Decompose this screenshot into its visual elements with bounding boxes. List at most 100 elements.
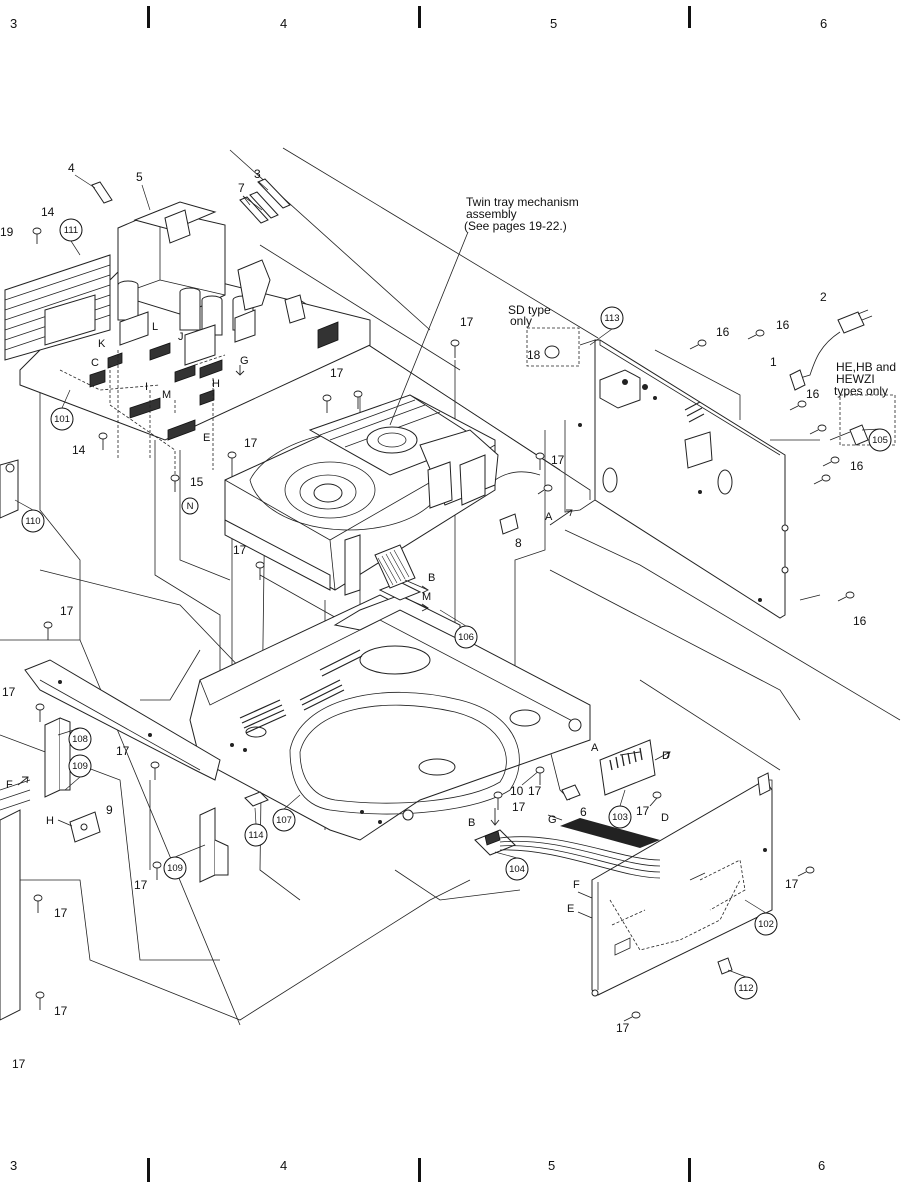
conn-F: F	[6, 779, 13, 791]
note-line-2: assembly	[466, 207, 517, 221]
bracket-bottom	[199, 807, 229, 883]
svg-text:109: 109	[72, 761, 88, 772]
leader-lines	[14, 174, 881, 978]
he-line-2: HEWZI	[836, 372, 875, 386]
label-part-2: 2	[820, 290, 827, 304]
label-part-17: 17	[528, 784, 542, 798]
conn-K: K	[98, 338, 106, 350]
label-part-17: 17	[244, 436, 258, 450]
rear-panel	[564, 339, 789, 619]
label-part-16: 16	[806, 387, 820, 401]
label-part-6: 6	[580, 805, 587, 819]
screws	[32, 227, 855, 1022]
conn-M: M	[422, 591, 431, 603]
bracket-left	[44, 717, 71, 798]
sd-line-1: SD type	[508, 303, 551, 317]
conn-H: H	[46, 815, 54, 827]
label-part-19: 19	[0, 225, 14, 239]
label-part-1: 1	[770, 355, 777, 369]
grid-bottom-6: 6	[818, 1158, 825, 1173]
svg-text:102: 102	[758, 919, 774, 930]
label-part-16: 16	[716, 325, 730, 339]
label-part-16: 16	[850, 459, 864, 473]
note-sd-type: SD type only	[508, 303, 551, 328]
svg-text:104: 104	[509, 864, 525, 875]
note-he-types: HE,HB and HEWZI types only	[834, 360, 896, 398]
conn-G: G	[240, 355, 249, 367]
grid-top-4: 4	[280, 16, 287, 31]
grid-divider	[688, 6, 691, 28]
conn-A: A	[591, 742, 599, 754]
part-18-knob	[544, 345, 560, 359]
conn-B: B	[468, 817, 475, 829]
circle-109: 109	[68, 754, 92, 778]
grid-bottom-5: 5	[548, 1158, 555, 1173]
power-supply-board	[4, 178, 371, 441]
circle-102: 102	[754, 912, 778, 936]
conn-C: C	[91, 357, 99, 369]
board-103	[599, 739, 656, 796]
svg-text:103: 103	[612, 812, 628, 823]
label-part-17: 17	[512, 800, 526, 814]
label-part-17: 17	[233, 543, 247, 557]
part-numbers: 4 5 7 3 14 19 14 15 17 17 17 17 17 8 18 …	[0, 161, 867, 1071]
conn-D: D	[661, 812, 669, 824]
label-part-17: 17	[12, 1057, 26, 1071]
conn-G: G	[548, 814, 557, 826]
label-part-5: 5	[136, 170, 143, 184]
note-line-3: (See pages 19-22.)	[464, 219, 567, 233]
twin-tray-mechanism	[224, 394, 541, 596]
circle-103: 103	[608, 805, 632, 829]
connector-letters: C K L J I M H G E A B M A D G D B F E F …	[6, 321, 670, 915]
sd-type-box	[526, 327, 580, 367]
svg-text:110: 110	[25, 516, 40, 527]
svg-text:108: 108	[72, 734, 88, 745]
label-part-16: 16	[776, 318, 790, 332]
label-part-17: 17	[2, 685, 16, 699]
circle-108: 108	[68, 727, 92, 751]
circle-104: 104	[505, 857, 529, 881]
label-part-17: 17	[54, 906, 68, 920]
label-part-7: 7	[238, 181, 245, 195]
he-line-3: types only	[834, 384, 888, 398]
grid-top-3: 3	[10, 16, 17, 31]
circle-N: N	[181, 497, 199, 515]
circle-105: 105	[868, 428, 892, 452]
circle-112: 112	[734, 976, 758, 1000]
he-line-1: HE,HB and	[836, 360, 896, 374]
label-part-17: 17	[551, 453, 565, 467]
label-part-17: 17	[460, 315, 474, 329]
he-type-box	[839, 394, 896, 446]
circle-106: 106	[454, 625, 478, 649]
conn-D: D	[662, 750, 670, 762]
grid-bottom: 3 4 5 6	[10, 1158, 825, 1182]
label-part-17: 17	[134, 878, 148, 892]
grid-divider	[147, 1158, 150, 1182]
circle-113: 113	[600, 306, 624, 330]
small-bracket	[69, 811, 101, 843]
grid-bottom-4: 4	[280, 1158, 287, 1173]
conn-L: L	[152, 321, 158, 333]
conn-H: H	[212, 378, 220, 390]
board-connector-dashes	[59, 350, 226, 485]
board-104	[474, 829, 661, 879]
label-part-9: 9	[106, 803, 113, 817]
grid-divider	[418, 1158, 421, 1182]
label-part-17: 17	[54, 1004, 68, 1018]
conn-E: E	[203, 432, 210, 444]
grid-divider	[688, 1158, 691, 1182]
part-112-connector	[717, 957, 733, 975]
part-114-block	[244, 791, 269, 807]
sd-line-2: only	[510, 314, 532, 328]
conn-F: F	[573, 879, 580, 891]
conn-M: M	[162, 389, 171, 401]
conn-B: B	[428, 572, 435, 584]
connector-arrows	[17, 365, 671, 919]
label-part-16: 16	[853, 614, 867, 628]
grid-top-6: 6	[820, 16, 827, 31]
label-part-14: 14	[72, 443, 86, 457]
label-part-17: 17	[636, 804, 650, 818]
label-part-17: 17	[60, 604, 74, 618]
label-part-10: 10	[510, 784, 524, 798]
